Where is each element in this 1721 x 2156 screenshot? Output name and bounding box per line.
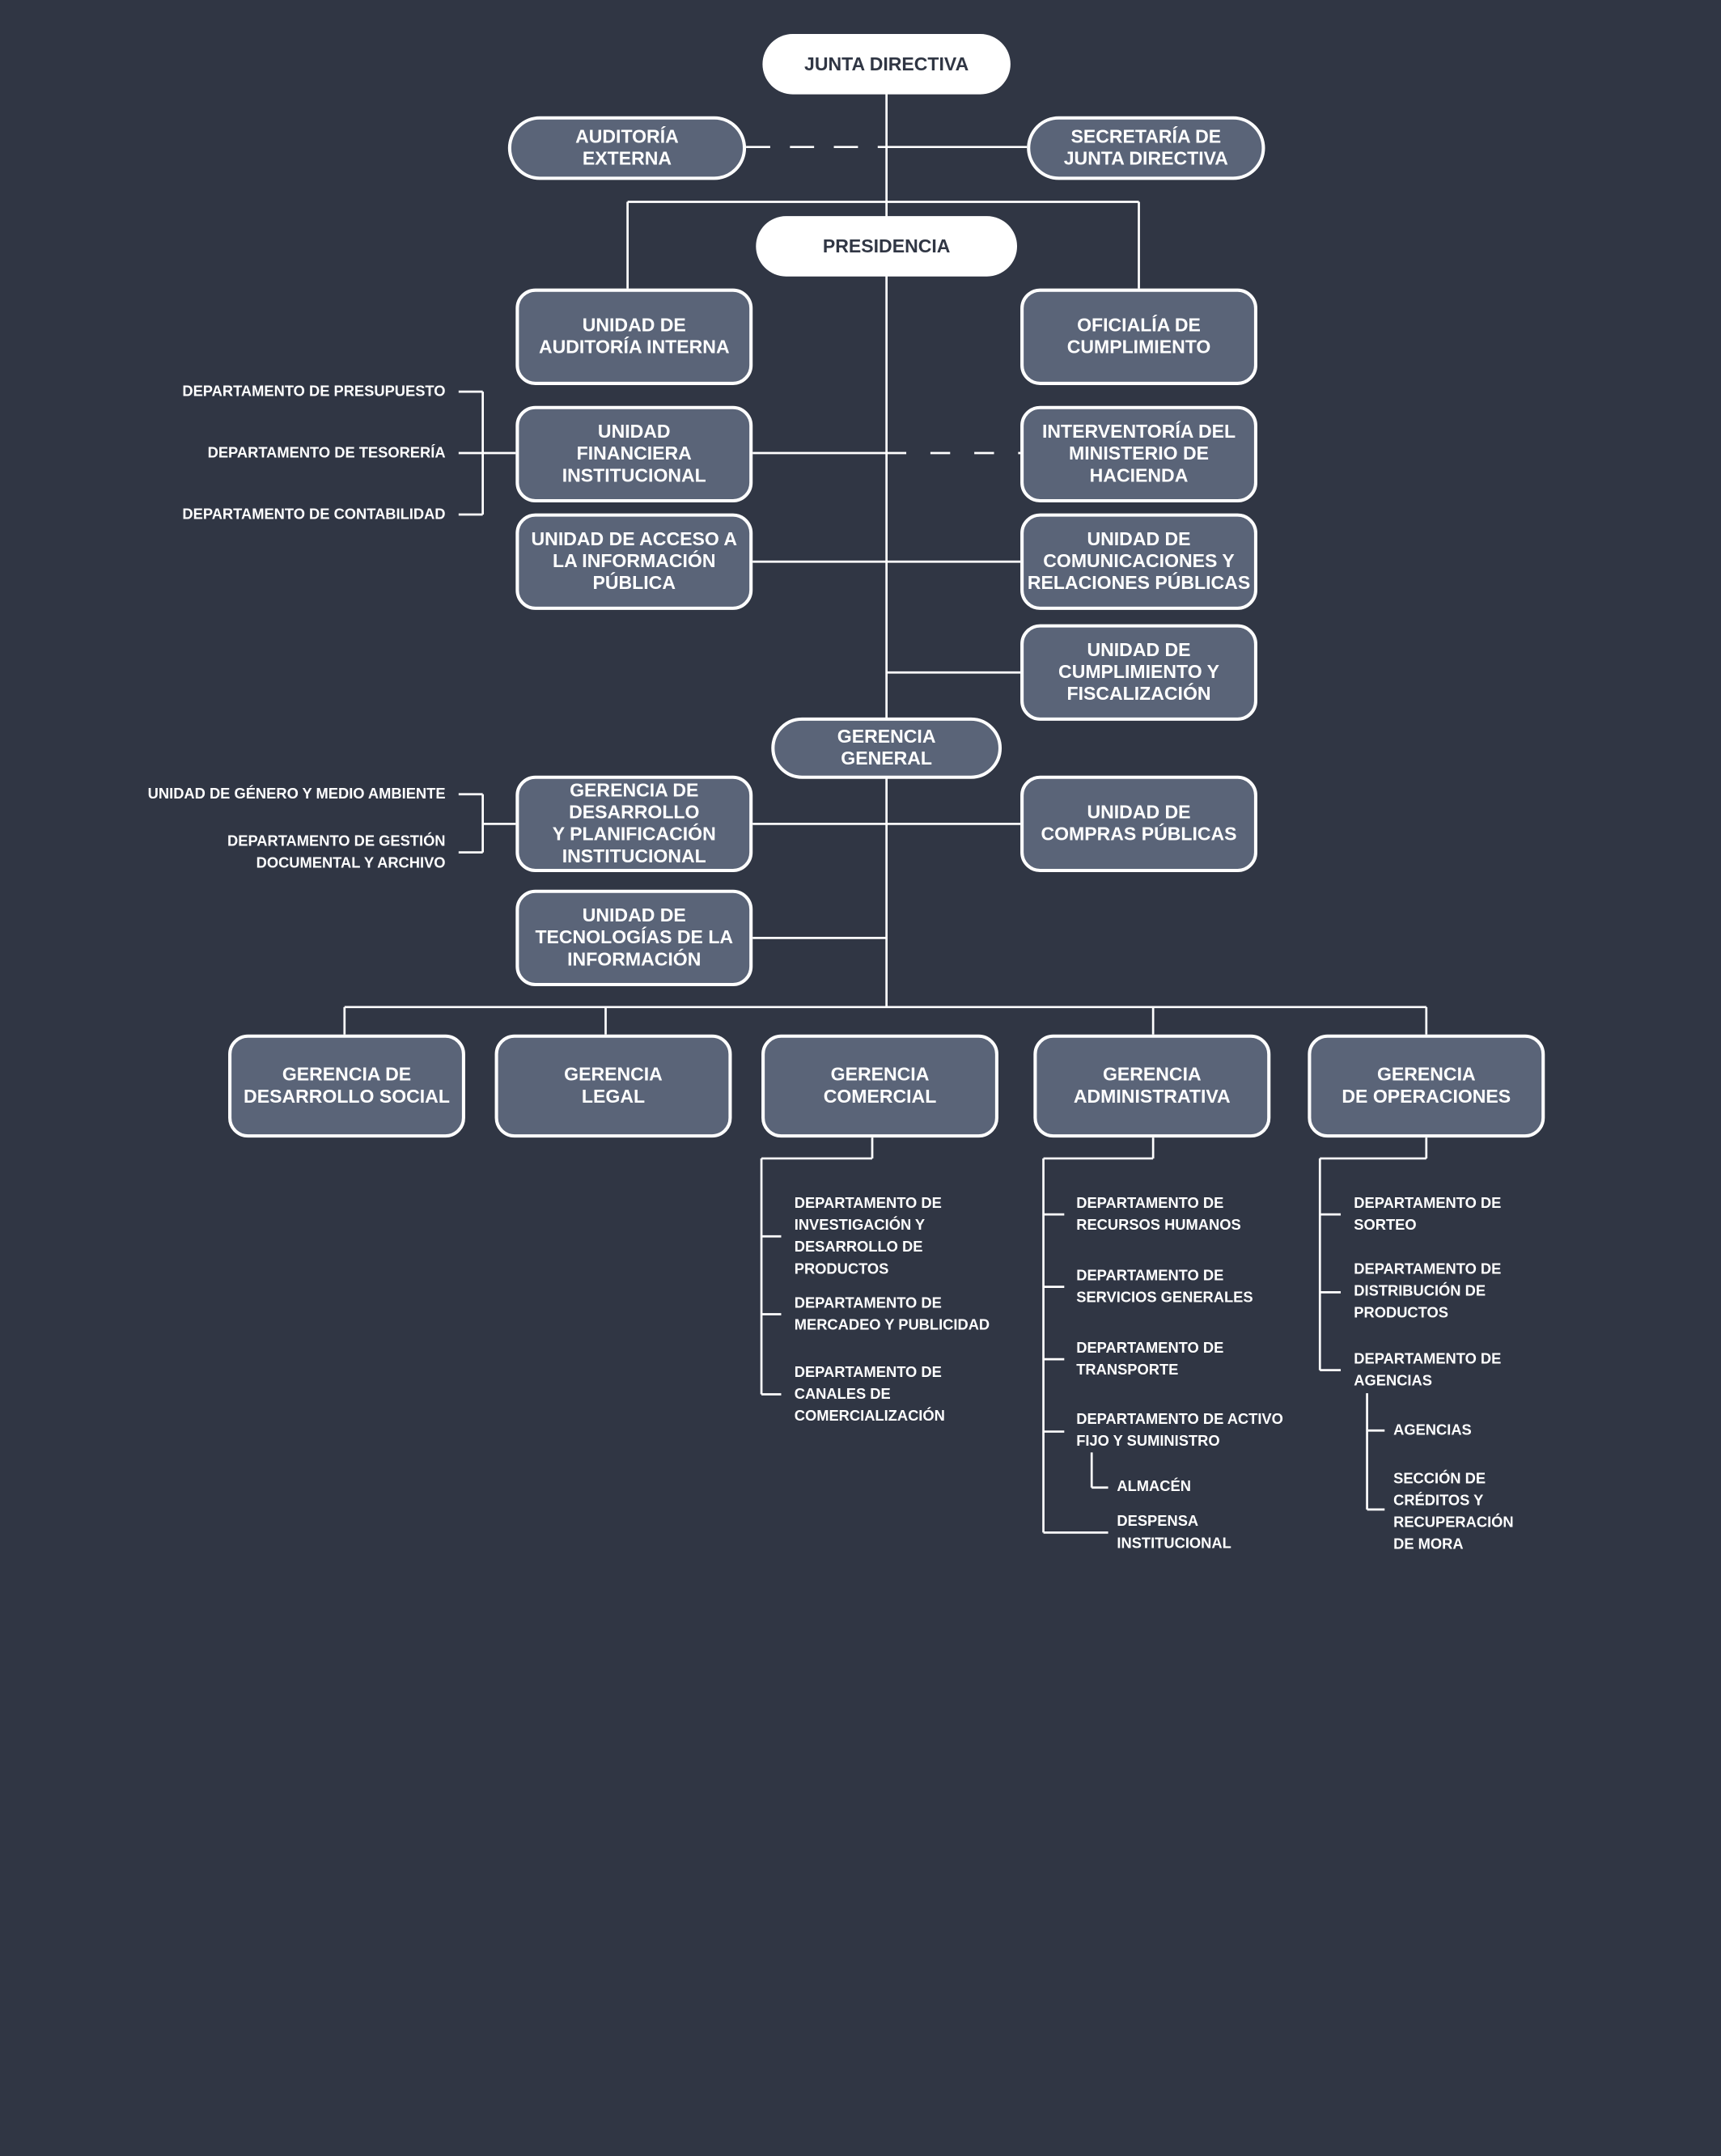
unidad-financiera-box: UNIDAD FINANCIERA INSTITUCIONAL bbox=[515, 405, 753, 503]
dept-presupuesto: DEPARTAMENTO DE PRESUPUESTO bbox=[182, 383, 446, 400]
dept-recursos-humanos: DEPARTAMENTO DE RECURSOS HUMANOS bbox=[1076, 1194, 1241, 1234]
auditoria-externa-box: AUDITORÍA EXTERNA bbox=[507, 116, 747, 180]
compras-publicas-box: UNIDAD DE COMPRAS PÚBLICAS bbox=[1020, 775, 1257, 873]
gerencia-comercial-box: GERENCIA COMERCIAL bbox=[761, 1034, 998, 1138]
dept-investigacion-desarrollo: DEPARTAMENTO DE INVESTIGACIÓN Y DESARROL… bbox=[794, 1194, 942, 1277]
junta-directiva-box: JUNTA DIRECTIVA bbox=[762, 34, 1011, 95]
despensa-institucional: DESPENSA INSTITUCIONAL bbox=[1117, 1512, 1231, 1552]
auditoria-interna-box: UNIDAD DE AUDITORÍA INTERNA bbox=[515, 288, 753, 385]
dept-sorteo: DEPARTAMENTO DE SORTEO bbox=[1354, 1194, 1502, 1234]
gerencia-administrativa-box: GERENCIA ADMINISTRATIVA bbox=[1033, 1034, 1271, 1138]
gerencia-operaciones-box: GERENCIA DE OPERACIONES bbox=[1308, 1034, 1545, 1138]
gerencia-legal-box: GERENCIA LEGAL bbox=[494, 1034, 732, 1138]
presidencia-box: PRESIDENCIA bbox=[756, 216, 1018, 277]
dept-servicios-generales: DEPARTAMENTO DE SERVICIOS GENERALES bbox=[1076, 1267, 1253, 1306]
dept-agencias: DEPARTAMENTO DE AGENCIAS bbox=[1354, 1350, 1502, 1389]
gerencia-desarrollo-social-box: GERENCIA DE DESARROLLO SOCIAL bbox=[228, 1034, 465, 1138]
oficialia-cumplimiento-box: OFICIALÍA DE CUMPLIMIENTO bbox=[1020, 288, 1257, 385]
comunicaciones-box: UNIDAD DE COMUNICACIONES Y RELACIONES PÚ… bbox=[1020, 513, 1257, 610]
dept-contabilidad: DEPARTAMENTO DE CONTABILIDAD bbox=[182, 506, 446, 523]
dept-tesoreria: DEPARTAMENTO DE TESORERÍA bbox=[207, 444, 446, 461]
dept-transporte: DEPARTAMENTO DE TRANSPORTE bbox=[1076, 1339, 1224, 1379]
dept-gestion-documental: DEPARTAMENTO DE GESTIÓN DOCUMENTAL Y ARC… bbox=[227, 832, 446, 871]
dept-canales-comercializacion: DEPARTAMENTO DE CANALES DE COMERCIALIZAC… bbox=[794, 1363, 945, 1425]
dept-activo-fijo: DEPARTAMENTO DE ACTIVO FIJO Y SUMINISTRO bbox=[1076, 1410, 1283, 1450]
almacen: ALMACÉN bbox=[1117, 1477, 1191, 1494]
tecnologias-informacion-box: UNIDAD DE TECNOLOGÍAS DE LA INFORMACIÓN bbox=[515, 889, 753, 987]
unidad-genero: UNIDAD DE GÉNERO Y MEDIO AMBIENTE bbox=[147, 785, 446, 803]
secretaria-junta-box: SECRETARÍA DE JUNTA DIRECTIVA bbox=[1027, 116, 1265, 180]
cumplimiento-fiscalizacion-box: UNIDAD DE CUMPLIMIENTO Y FISCALIZACIÓN bbox=[1020, 624, 1257, 721]
interventoria-box: INTERVENTORÍA DEL MINISTERIO DE HACIENDA bbox=[1020, 405, 1257, 503]
connector-lines bbox=[343, 93, 1428, 1534]
agencias: AGENCIAS bbox=[1393, 1421, 1472, 1438]
seccion-creditos-mora: SECCIÓN DE CRÉDITOS Y RECUPERACIÓN DE MO… bbox=[1393, 1470, 1514, 1552]
acceso-informacion-box: UNIDAD DE ACCESO A LA INFORMACIÓN PÚBLIC… bbox=[515, 513, 753, 610]
dept-mercadeo-publicidad: DEPARTAMENTO DE MERCADEO Y PUBLICIDAD bbox=[794, 1294, 990, 1333]
dept-distribucion-productos: DEPARTAMENTO DE DISTRIBUCIÓN DE PRODUCTO… bbox=[1354, 1260, 1502, 1321]
gerencia-general-box: GERENCIA GENERAL bbox=[771, 717, 1003, 779]
desarrollo-planificacion-box: GERENCIA DE DESARROLLO Y PLANIFICACIÓN I… bbox=[515, 775, 753, 873]
